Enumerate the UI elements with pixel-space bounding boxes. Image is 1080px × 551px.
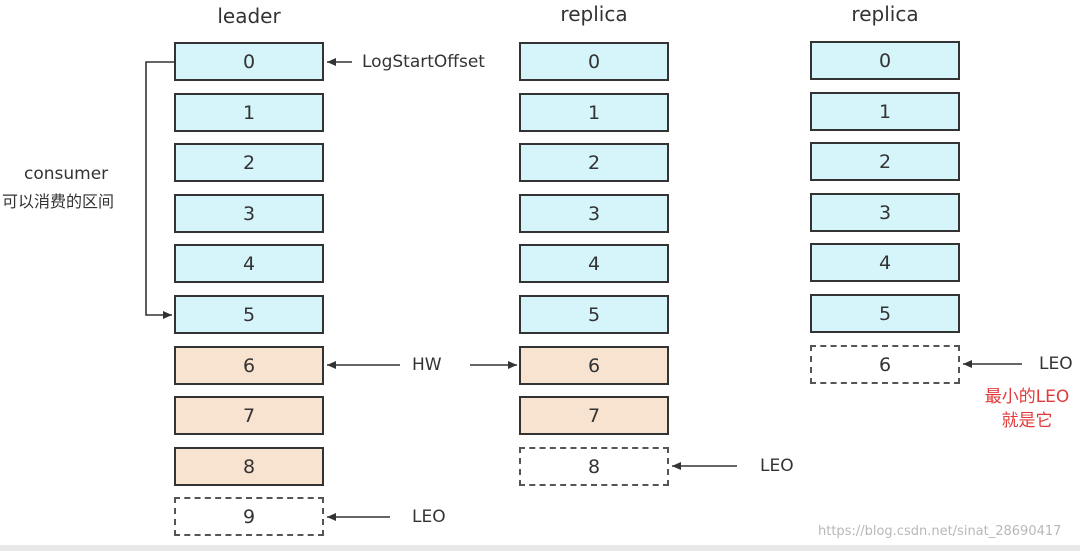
replica2-offset-cell: 0 [810, 41, 960, 80]
leader-offset-cell: 6 [174, 346, 324, 385]
consumer-range-label: 可以消费的区间 [2, 192, 115, 211]
leader-offset-cell: 7 [174, 396, 324, 435]
log-start-offset-label: LogStartOffset [362, 52, 485, 72]
min-leo-annotation-line2: 就是它 [1001, 411, 1053, 431]
consumer-label: consumer [24, 164, 109, 184]
leader-title: leader [217, 4, 281, 28]
leader-offset-cell: 1 [174, 93, 324, 132]
leo-replica2-label: LEO [1039, 354, 1073, 374]
replica1-offset-cell: 5 [519, 295, 669, 334]
leader-offset-cell: 8 [174, 447, 324, 486]
leader-offset-cell: 9 [174, 497, 324, 536]
leader-offset-cell: 5 [174, 295, 324, 334]
replica2-offset-cell: 6 [810, 345, 960, 384]
leader-offset-cell: 0 [174, 42, 324, 81]
replica2-offset-cell: 3 [810, 193, 960, 232]
replica1-offset-cell: 6 [519, 346, 669, 385]
replica1-offset-cell: 0 [519, 42, 669, 81]
replica1-offset-cell: 2 [519, 143, 669, 182]
hw-label: HW [412, 355, 442, 375]
replica1-offset-cell: 8 [519, 447, 669, 486]
replica1-offset-cell: 4 [519, 244, 669, 283]
replica2-offset-cell: 4 [810, 243, 960, 282]
min-leo-annotation-line1: 最小的LEO [984, 387, 1070, 407]
leo-replica1-label: LEO [760, 456, 794, 476]
replica2-offset-cell: 2 [810, 142, 960, 181]
leo-leader-label: LEO [412, 507, 446, 527]
replica2-offset-cell: 5 [810, 294, 960, 333]
watermark-url: https://blog.csdn.net/sinat_28690417 [818, 524, 1062, 539]
replica2-offset-cell: 1 [810, 92, 960, 131]
leader-offset-cell: 3 [174, 194, 324, 233]
consumer-range-bracket [145, 61, 174, 319]
replica1-offset-cell: 3 [519, 194, 669, 233]
bottom-bar [0, 545, 1080, 551]
replica1-offset-cell: 7 [519, 396, 669, 435]
replica2-title: replica [851, 2, 919, 26]
replica1-title: replica [560, 2, 628, 26]
replica1-offset-cell: 1 [519, 93, 669, 132]
leader-offset-cell: 2 [174, 143, 324, 182]
leader-offset-cell: 4 [174, 244, 324, 283]
